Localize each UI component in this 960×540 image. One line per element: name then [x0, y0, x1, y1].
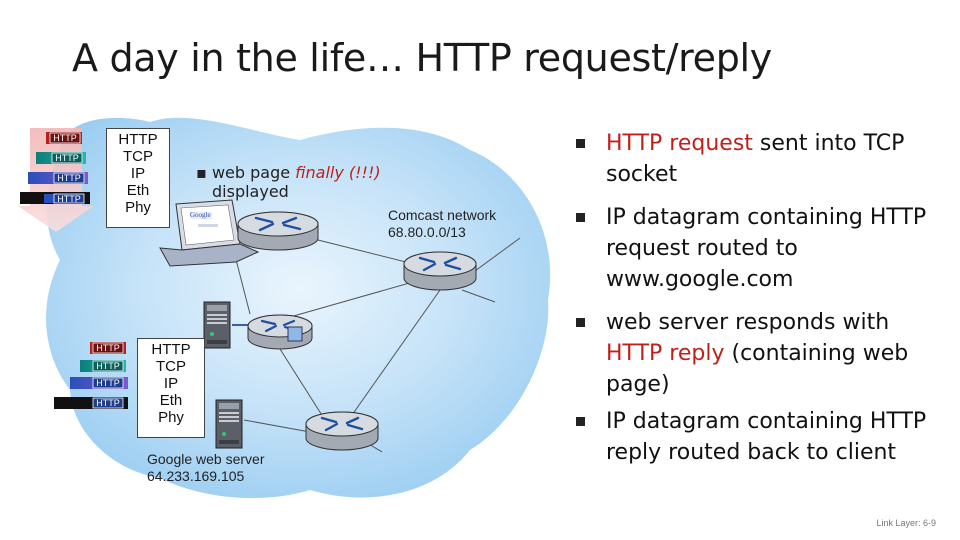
- slide-title: A day in the life… HTTP request/reply: [72, 36, 772, 80]
- packet-label: HTTP: [96, 378, 120, 388]
- page-displayed-note: ▪ web page finally (!!!) displayed: [196, 163, 381, 201]
- note-bullet-icon: ▪: [196, 163, 212, 182]
- laptop-icon: Google: [159, 199, 260, 267]
- comcast-subnet: 68.80.0.0/13: [388, 224, 466, 240]
- server-icon: [215, 399, 243, 449]
- comcast-name: Comcast network: [388, 207, 497, 223]
- packet-label: HTTP: [96, 361, 120, 371]
- stack-layer: Phy: [158, 409, 184, 426]
- stack-layer: TCP: [123, 148, 153, 165]
- stack-layer: HTTP: [151, 341, 191, 358]
- router-icon: [305, 411, 379, 451]
- packet-label: HTTP: [53, 133, 77, 143]
- stack-layer: IP: [163, 375, 179, 392]
- bullet-item: IP datagram containing HTTP request rout…: [574, 202, 944, 295]
- network-links: [231, 237, 521, 453]
- network-diagram: HTTP HTTP HTTP HTTP HTTP HTTP HTTP HTTP: [18, 117, 551, 499]
- stack-layer: Eth: [159, 392, 183, 409]
- stack-layer: TCP: [156, 358, 186, 375]
- bullet-item: web server responds with HTTP reply (con…: [574, 307, 944, 400]
- google-server-ip: 64.233.169.105: [147, 468, 245, 484]
- client-protocol-stack: HTTP TCP IP Eth Phy: [106, 128, 170, 228]
- browser-logo: Google: [190, 211, 211, 219]
- stack-layer: Phy: [125, 199, 151, 216]
- stack-layer: IP: [130, 165, 146, 182]
- slide-footer: Link Layer: 6-9: [876, 518, 936, 528]
- packet-label: HTTP: [55, 153, 79, 163]
- comcast-network-label: Comcast network 68.80.0.0/13: [388, 207, 496, 241]
- packet-label: HTTP: [57, 173, 81, 183]
- bullet-item: IP datagram containing HTTP reply routed…: [574, 406, 944, 468]
- packet-label: HTTP: [96, 343, 120, 353]
- server-icon: [203, 301, 231, 349]
- packet-label: HTTP: [96, 398, 120, 408]
- bullet-item: HTTP request sent into TCP socket: [574, 128, 944, 190]
- router-icon: [237, 211, 319, 251]
- note-emphasis: finally (!!!): [295, 163, 381, 182]
- packet-label: HTTP: [57, 194, 81, 204]
- google-server-name: Google web server: [147, 451, 265, 467]
- server-packets: HTTP HTTP HTTP HTTP: [54, 342, 128, 409]
- stack-layer: HTTP: [118, 131, 158, 148]
- note-prefix: web page: [211, 163, 296, 182]
- bullet-list: HTTP request sent into TCP socket IP dat…: [574, 128, 944, 480]
- server-protocol-stack: HTTP TCP IP Eth Phy: [137, 338, 205, 438]
- switch-icon: [287, 326, 303, 342]
- router-icon: [403, 251, 477, 291]
- client-packets: HTTP HTTP HTTP HTTP: [20, 132, 90, 204]
- note-suffix: displayed: [212, 182, 289, 201]
- google-server-label: Google web server 64.233.169.105: [147, 451, 265, 485]
- stack-layer: Eth: [126, 182, 150, 199]
